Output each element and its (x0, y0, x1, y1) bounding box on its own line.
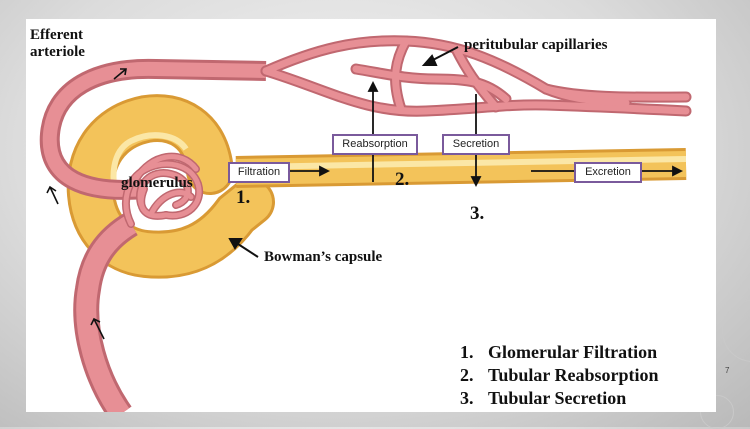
arrow-afferent-flow (93, 318, 105, 340)
filtration-box: Filtration (228, 162, 290, 183)
legend-item: 3.Tubular Secretion (460, 388, 627, 408)
bowmans-pointer-head (228, 238, 243, 250)
efferent-arteriole (39, 58, 267, 200)
efferent-label-line2: arteriole (30, 44, 85, 60)
arrow-afferent-flow-head (90, 317, 101, 326)
peritubular-pointer-head (421, 54, 438, 66)
secretion-box: Secretion (442, 134, 510, 155)
reabsorption-box: Reabsorption (332, 134, 418, 155)
peritubular-label: peritubular capillaries (464, 37, 608, 53)
step-number-2: 2. (395, 169, 410, 190)
arrow-efferent-flow (113, 68, 127, 80)
filtration-arrow-head (319, 165, 331, 177)
legend-item: 1.Glomerular Filtration (460, 342, 658, 362)
slide-card: Efferent arteriole peritubular capillari… (26, 19, 716, 412)
step-number-3: 3. (470, 203, 485, 224)
afferent-arteriole (73, 212, 139, 412)
excretion-box: Excretion (574, 162, 642, 183)
bowmans-capsule-label: Bowman’s capsule (264, 249, 383, 265)
label-pointers (228, 46, 459, 258)
decorative-circle-large (722, 300, 750, 362)
arrow-loop-flow-head (46, 185, 57, 194)
bowmans-pointer (237, 243, 259, 258)
glomerulus-capillary-tuft (122, 152, 204, 228)
secretion-arrow-head (470, 176, 482, 188)
arrow-efferent-flow-head (120, 68, 127, 76)
peritubular-capillaries (260, 35, 692, 117)
legend-item: 2.Tubular Reabsorption (460, 365, 659, 385)
page-number: 7 (725, 366, 730, 375)
glomerulus-label: glomerulus (121, 175, 193, 191)
blood-flow-arrows (46, 68, 127, 340)
process-legend: 1.Glomerular Filtration 2.Tubular Reabso… (460, 341, 659, 410)
step-number-1: 1. (236, 187, 251, 208)
peritubular-pointer (430, 46, 459, 62)
excretion-arrow-head (672, 165, 684, 177)
arrow-loop-flow (49, 186, 59, 205)
reabsorption-arrow-head (367, 80, 379, 92)
efferent-label-line1: Efferent (30, 27, 84, 43)
